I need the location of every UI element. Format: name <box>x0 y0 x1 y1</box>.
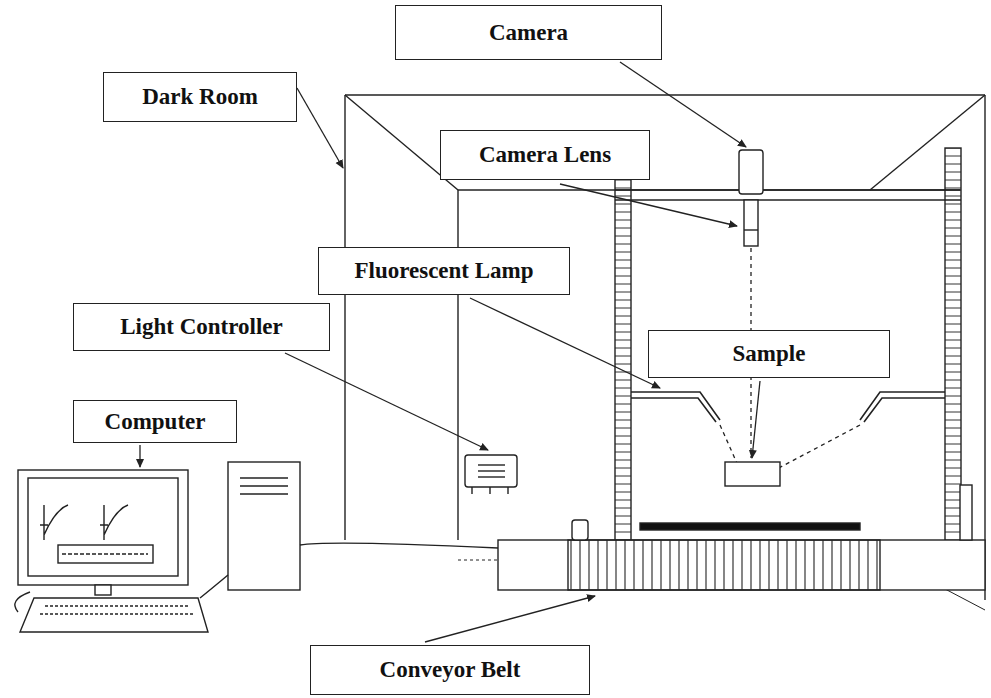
part-label: Camera <box>489 20 568 46</box>
part-label: Dark Room <box>142 84 258 110</box>
label-box: Conveyor Belt <box>310 645 590 695</box>
label-box: Camera Lens <box>440 130 650 180</box>
part-label: Light Controller <box>120 314 282 340</box>
label-box: Fluorescent Lamp <box>318 247 570 295</box>
dark-room-frame <box>345 95 985 610</box>
conveyor-belt <box>498 485 985 590</box>
label-box: Dark Room <box>103 72 297 122</box>
label-box: Light Controller <box>73 303 330 351</box>
part-label: Fluorescent Lamp <box>354 258 533 284</box>
sample-block <box>725 462 780 486</box>
fluorescent-lamps <box>631 392 945 422</box>
part-label: Computer <box>105 409 206 435</box>
part-label: Sample <box>733 341 806 367</box>
part-label: Conveyor Belt <box>380 657 521 683</box>
part-label: Camera Lens <box>479 142 611 168</box>
label-box: Computer <box>73 400 237 443</box>
computer <box>15 462 498 632</box>
camera <box>739 150 763 246</box>
label-box: Sample <box>648 330 890 378</box>
label-box: Camera <box>395 5 662 60</box>
light-controller <box>465 455 517 494</box>
